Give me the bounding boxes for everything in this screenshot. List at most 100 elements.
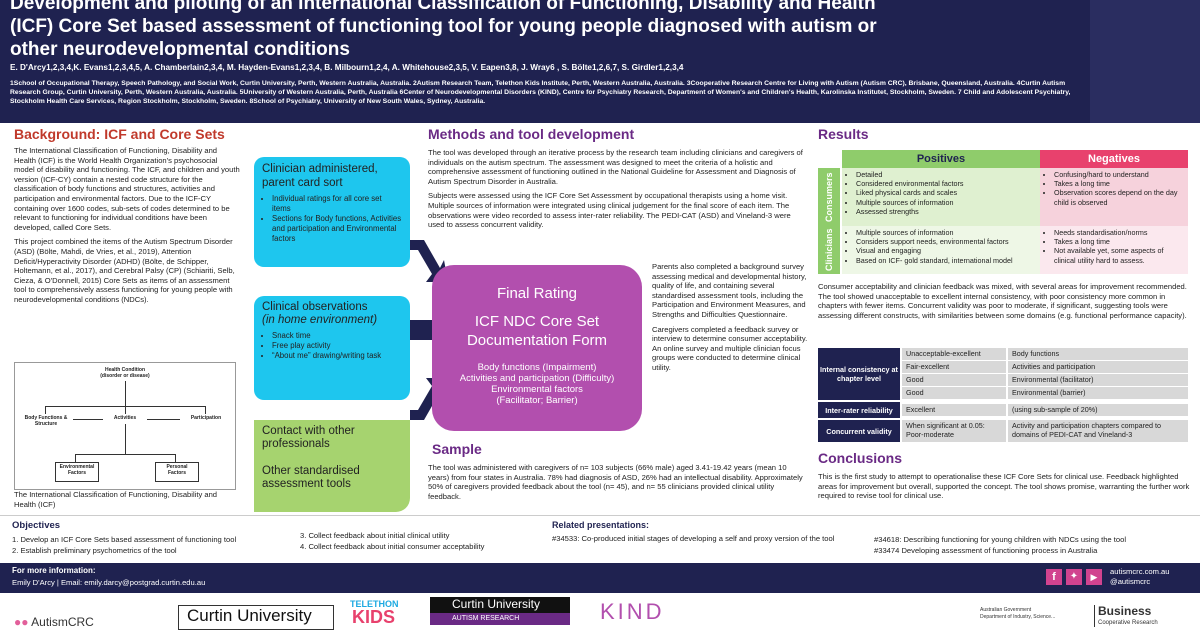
background-text: The International Classification of Func… [14,146,240,310]
curtin-autism-logo-sub: AUTISM RESEARCH [430,613,570,625]
fig-body: Body Functions & Structure [19,414,73,430]
feedback-item: Considers support needs, environmental f… [856,237,1036,246]
related-list: #34618: Describing functioning for young… [874,534,1196,556]
curtin-autism-logo: Curtin University [430,597,570,613]
internal-consistency-label: Internal consistency at chapter level [818,348,900,400]
clinicians-label: Clinicians [818,226,840,274]
methods-p3: Parents also completed a background surv… [652,262,807,319]
feedback-item: Multiple sources of information [856,228,1036,237]
background-p1: The International Classification of Func… [14,146,240,232]
curtin-logo: Curtin University [178,605,334,630]
related-item: #33474 Developing assessment of function… [874,546,1098,555]
objective-item: 3. Collect feedback about initial clinic… [300,531,450,540]
card-sort-box: Clinician administered, parent card sort… [254,157,410,267]
feedback-item: Detailed [856,170,1036,179]
background-title: Background: ICF and Core Sets [14,126,225,142]
affiliations: 1School of Occupational Therapy, Speech … [10,80,1071,105]
objective-item: 1. Develop an ICF Core Sets based assess… [12,535,237,544]
contact-links: autismcrc.com.au @autismcrc [1110,567,1170,587]
contact-line[interactable]: Emily D'Arcy | Email: emily.darcy@postgr… [12,578,206,587]
conclusions-title: Conclusions [818,450,903,466]
logo-strip: ●● AutismCRC Curtin University TELETHON … [0,593,1200,630]
domain-environment: Environmental factors [491,384,583,395]
observation-item: Snack time [272,331,402,341]
observations-title: Clinical observations [262,301,368,313]
consumers-label: Consumers [818,168,840,226]
clinician-negatives: Needs standardisation/norms Takes a long… [1040,226,1188,274]
title-line-1: Development and piloting of an Internati… [10,0,876,14]
methods-p1: The tool was developed through an iterat… [428,148,803,186]
background-p2: This project combined the items of the A… [14,237,235,304]
table-cell: (using sub-sample of 20%) [1008,404,1188,416]
card-sort-item: Sections for Body functions, Activities … [272,214,402,244]
domain-body: Body functions (Impairment) [477,362,597,373]
autismcrc-logo: ●● AutismCRC [14,615,94,629]
related-item: #34618: Describing functioning for young… [874,535,1127,544]
final-rating-box: Final Rating ICF NDC Core Set Documentat… [432,265,642,431]
other-assessments: Other standardised assessment tools [262,465,360,490]
telethon-logo-top: TELETHON [350,599,399,609]
clinician-positives: Multiple sources of information Consider… [842,226,1040,274]
fig-environmental: Environmental Factors [55,462,99,482]
domain-activities: Activities and participation (Difficulty… [459,373,615,384]
website-link[interactable]: autismcrc.com.au [1110,567,1170,576]
table-cell: Unacceptable-excellent [902,348,1006,360]
positives-header: Positives [842,150,1040,168]
objectives-title: Objectives [12,520,61,531]
feedback-item: Multiple sources of information [856,198,1036,207]
methods-title: Methods and tool development [428,126,635,142]
results-title: Results [818,126,869,142]
crc-dots-icon: ●● [14,615,29,629]
clinical-observations-box: Clinical observations (in home environme… [254,296,410,400]
feedback-item: Takes a long time [1054,179,1184,188]
table-cell: Environmental (barrier) [1008,387,1188,399]
contact-bar: For more information: Emily D'Arcy | Ema… [0,563,1200,593]
objective-item: 4. Collect feedback about initial consum… [300,542,485,551]
table-cell: Good [902,374,1006,386]
fig-activities: Activities [103,414,147,424]
feedback-item: Liked physical cards and scales [856,188,1036,197]
poster-header: Development and piloting of an Internati… [0,0,1200,123]
kind-logo: KIND [600,599,665,624]
related-title: Related presentations: [552,520,650,530]
observations-subtitle: (in home environment) [262,314,378,326]
feedback-item: Not available yet, some aspects of clini… [1054,246,1184,264]
sample-title: Sample [432,441,482,457]
results-summary: Consumer acceptability and clinician fee… [818,282,1187,320]
other-sources-box: Contact with other professionals Other s… [254,420,410,512]
twitter-icon[interactable]: ✦ [1066,569,1082,585]
feedback-item: Considered environmental factors [856,179,1036,188]
social-handle[interactable]: @autismcrc [1110,577,1151,586]
objectives-panel: Objectives 1. Develop an ICF Core Sets b… [0,515,1200,563]
conclusions-text: This is the first study to attempt to op… [818,472,1190,501]
title-line-3: other neurodevelopmental conditions [10,39,350,60]
final-domains: Body functions (Impairment) Activities a… [432,362,642,406]
table-cell: Environmental (facilitator) [1008,374,1188,386]
poster-title: Development and piloting of an Internati… [10,0,1080,61]
related-item: #34533: Co-produced initial stages of de… [552,534,835,543]
feedback-table: Positives Negatives Consumers Clinicians… [818,150,1188,274]
methods-p4: Caregivers completed a feedback survey o… [652,324,808,372]
objectives-list-b: 3. Collect feedback about initial clinic… [300,530,530,552]
card-sort-item: Individual ratings for all core set item… [272,194,402,214]
facebook-icon[interactable]: f [1046,569,1062,585]
feedback-item: Confusing/hard to understand [1054,170,1184,179]
telethon-logo-kids: KIDS [352,607,396,627]
observation-item: Free play activity [272,341,402,351]
table-cell: Activity and participation chapters comp… [1008,420,1188,442]
sample-text: The tool was administered with caregiver… [428,463,803,501]
card-sort-title: Clinician administered, parent card sort [262,163,378,189]
table-cell: When significant at 0.05: Poor-moderate [902,420,1006,442]
youtube-icon[interactable]: ▶ [1086,569,1102,585]
authors: E. D'Arcy1,2,3,4,K. Evans1,2,3,4,5, A. C… [10,63,684,72]
fig-personal: Personal Factors [155,462,199,482]
icf-model-figure: Health Condition(disorder or disease) Bo… [14,362,236,490]
methods-p2: Subjects were assessed using the ICF Cor… [428,191,791,230]
other-professionals: Contact with other professionals [262,425,355,450]
table-cell: Excellent [902,404,1006,416]
table-cell: Activities and participation [1008,361,1188,373]
table-cell: Body functions [1008,348,1188,360]
feedback-item: Based on ICF- gold standard, internation… [856,256,1036,265]
feedback-item: Needs standardisation/norms [1054,228,1184,237]
